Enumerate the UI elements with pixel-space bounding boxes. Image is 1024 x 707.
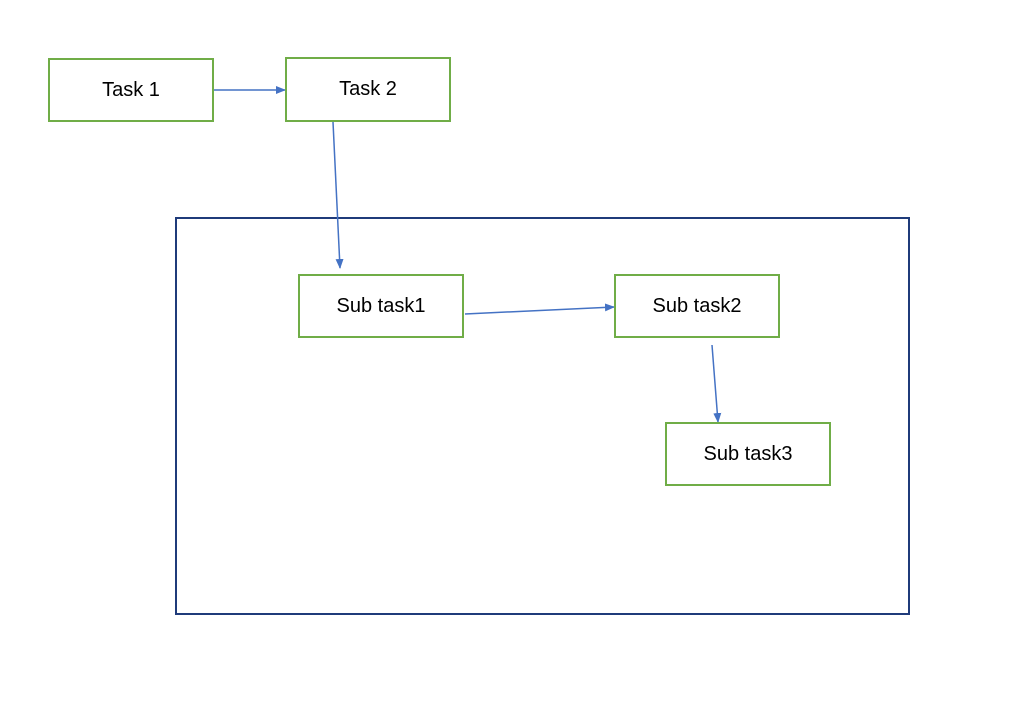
node-task1-label: Task 1 <box>102 79 160 101</box>
node-task1[interactable]: Task 1 <box>48 58 214 122</box>
node-subtask1-box <box>298 274 464 338</box>
node-subtask3-label: Sub task3 <box>704 443 793 465</box>
node-subtask3[interactable]: Sub task3 <box>665 422 831 486</box>
edge-task2-to-subtask1 <box>332 121 344 269</box>
node-task2-box <box>285 57 451 122</box>
node-task2-label: Task 2 <box>339 78 397 100</box>
edge-subtask2-to-subtask3 <box>711 344 722 423</box>
subtask-group-container <box>175 217 910 615</box>
node-task1-box <box>48 58 214 122</box>
node-subtask2[interactable]: Sub task2 <box>614 274 780 338</box>
node-subtask3-box <box>665 422 831 486</box>
node-subtask1-label: Sub task1 <box>337 295 426 317</box>
edge-subtask1-to-subtask2 <box>464 303 615 315</box>
node-task2[interactable]: Task 2 <box>285 57 451 122</box>
node-subtask2-box <box>614 274 780 338</box>
node-subtask2-label: Sub task2 <box>653 295 742 317</box>
node-subtask1[interactable]: Sub task1 <box>298 274 464 338</box>
